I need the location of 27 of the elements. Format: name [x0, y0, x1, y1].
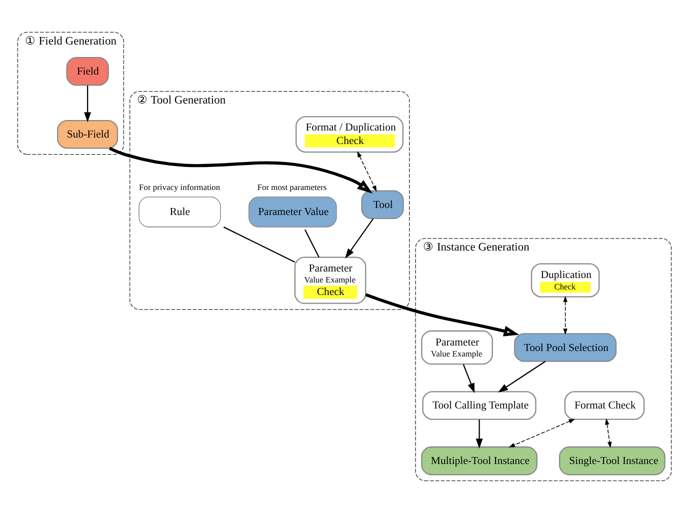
node-box: Field	[66, 56, 109, 86]
arrow	[357, 151, 377, 192]
node-box: Parameter Value Example	[421, 330, 493, 365]
node-box: Format / Duplication Check	[296, 116, 404, 153]
node-box: Tool Calling Template	[422, 391, 536, 420]
arrow	[508, 418, 575, 448]
arrow	[108, 146, 373, 194]
arrow	[563, 296, 568, 335]
arrow	[462, 364, 475, 394]
node-box: Parameter Value Example Check	[294, 256, 366, 304]
arrow	[345, 218, 374, 259]
node-label: For privacy information	[139, 182, 220, 192]
node-box: Tool Pool Selection	[514, 333, 617, 362]
node-box: Duplication Check	[530, 263, 600, 298]
node-box: Multiple-Tool Instance	[421, 446, 538, 476]
node-box: Tool	[361, 190, 404, 220]
node-box: Format Check	[564, 391, 645, 420]
arrow	[476, 420, 483, 449]
arrow	[498, 360, 546, 392]
arrow	[604, 418, 612, 448]
node-box: Single-Tool Instance	[559, 446, 666, 476]
node-label: For most parameters	[257, 182, 327, 192]
arrow	[84, 86, 92, 122]
node-box: Sub-Field	[57, 120, 118, 149]
connector	[223, 226, 296, 263]
arrow	[365, 293, 520, 336]
connector	[304, 229, 320, 258]
